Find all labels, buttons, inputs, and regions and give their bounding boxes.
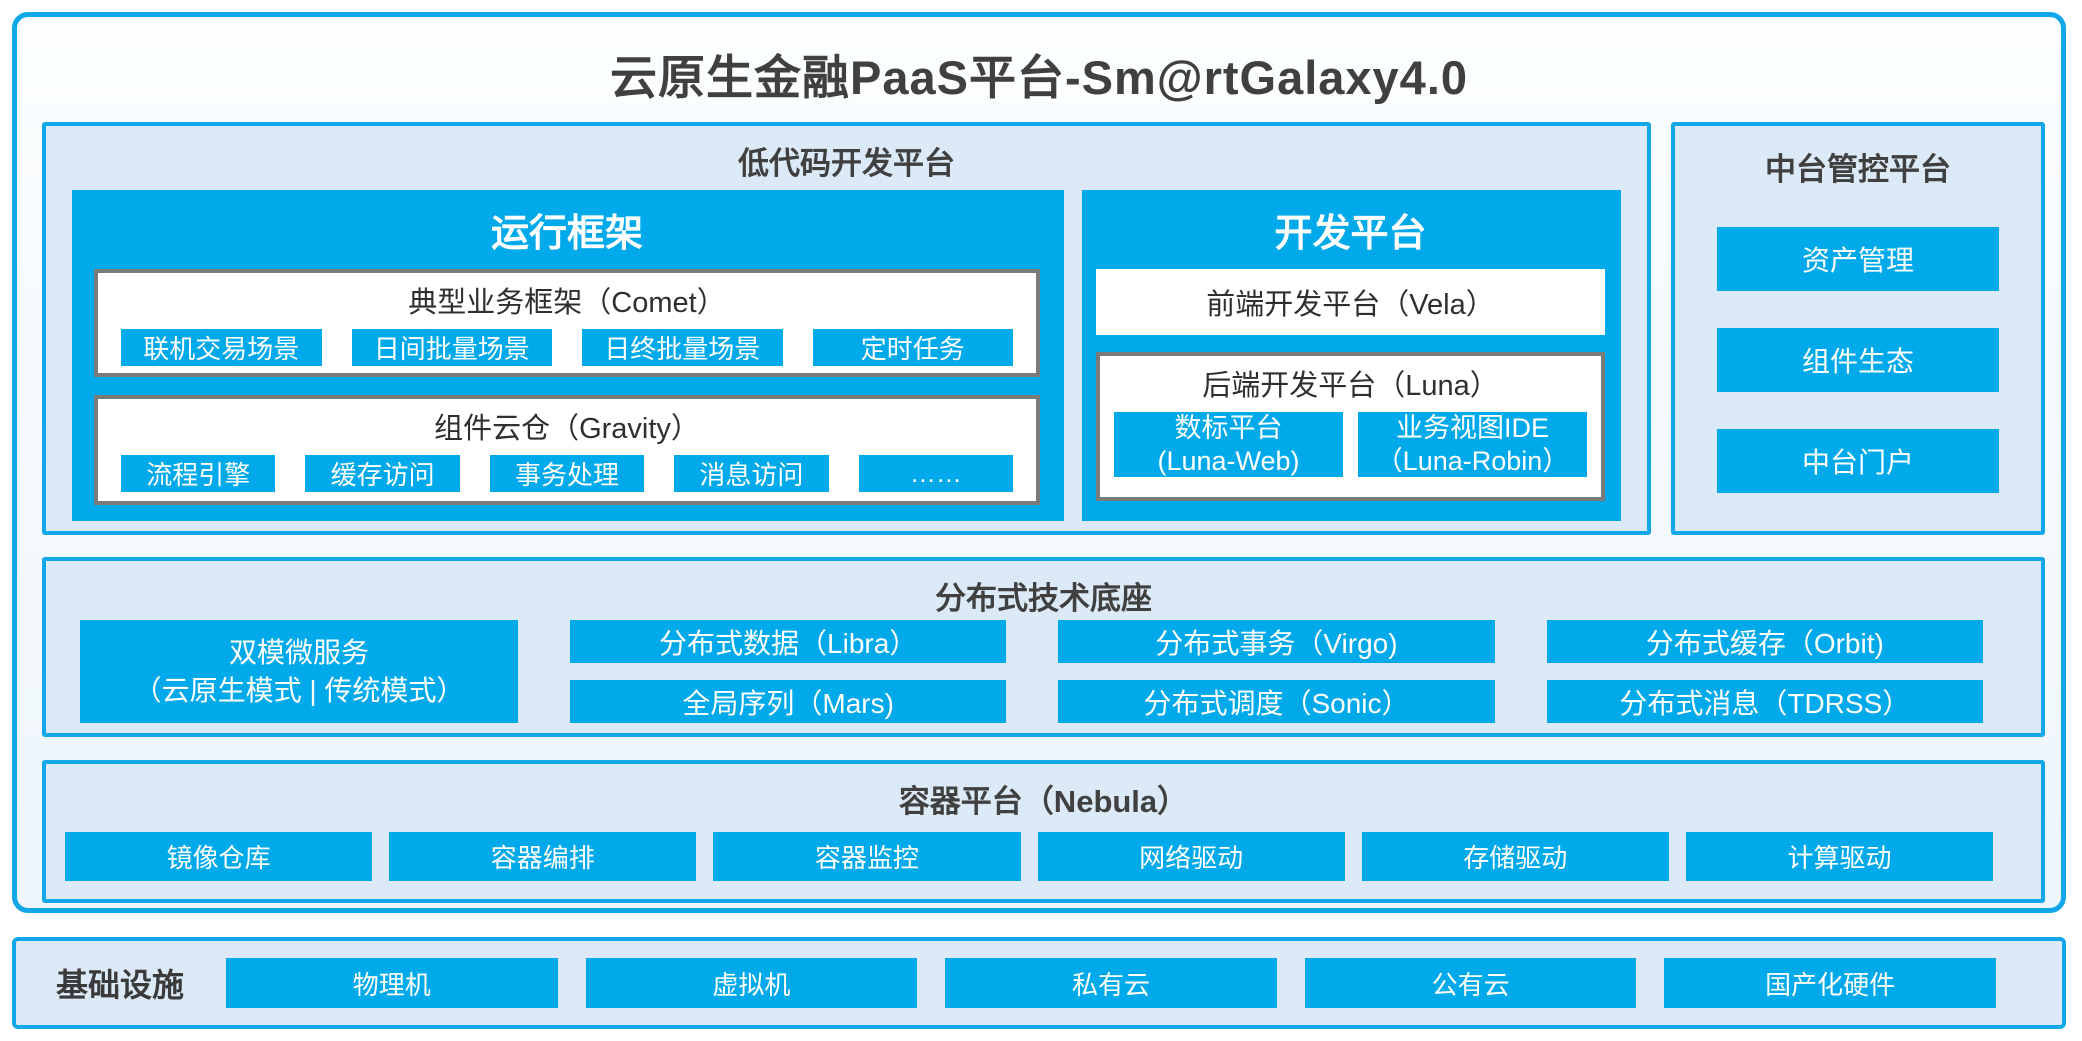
gravity-chip-row: 流程引擎 缓存访问 事务处理 消息访问 ……: [121, 455, 1014, 492]
luna-backend-group: 后端开发平台（Luna） 数标平台 (Luna-Web) 业务视图IDE （Lu…: [1096, 352, 1605, 501]
private-cloud-box: 私有云: [945, 958, 1277, 1008]
network-driver-box: 网络驱动: [1037, 832, 1345, 881]
midplatform-section: 中台管控平台 资产管理 组件生态 中台门户: [1671, 122, 2045, 535]
chip-luna-robin-code: （Luna-Robin）: [1375, 445, 1570, 476]
distributed-grid: 双模微服务 （云原生模式 | 传统模式） 分布式数据（Libra） 全局序列（M…: [80, 620, 1983, 723]
chip-luna-web: 数标平台 (Luna-Web): [1114, 412, 1343, 477]
runtime-framework-title: 运行框架: [490, 213, 643, 255]
dev-platform-panel: 开发平台 前端开发平台（Vela） 后端开发平台（Luna） 数标平台 (Lun…: [1082, 190, 1621, 521]
infrastructure-section: 基础设施 物理机 虚拟机 私有云 公有云 国产化硬件: [12, 937, 2066, 1029]
distributed-col-1: 分布式数据（Libra） 全局序列（Mars): [570, 620, 1007, 723]
lowcode-platform-section: 低代码开发平台 运行框架 典型业务框架（Comet） 联机交易场景 日间批量场景…: [42, 122, 1651, 535]
component-ecosystem-box: 组件生态: [1717, 328, 1999, 392]
comet-group-title: 典型业务框架（Comet）: [408, 287, 726, 319]
distributed-cache-orbit-box: 分布式缓存（Orbit): [1546, 620, 1983, 663]
chip-luna-robin: 业务视图IDE （Luna-Robin）: [1358, 412, 1587, 477]
midplatform-items: 资产管理 组件生态 中台门户: [1717, 227, 1999, 493]
gravity-group: 组件云仓（Gravity） 流程引擎 缓存访问 事务处理 消息访问 ……: [94, 395, 1040, 505]
chip-luna-web-name: 数标平台: [1174, 413, 1283, 444]
distributed-base-section: 分布式技术底座 双模微服务 （云原生模式 | 传统模式） 分布式数据（Libra…: [42, 557, 2045, 737]
dual-mode-microservices-box: 双模微服务 （云原生模式 | 传统模式）: [80, 620, 518, 723]
chip-endofday-batch: 日终批量场景: [582, 329, 783, 366]
distributed-message-tdrss-box: 分布式消息（TDRSS）: [1546, 680, 1983, 723]
container-platform-title: 容器平台（Nebula）: [898, 784, 1189, 819]
luna-chip-row: 数标平台 (Luna-Web) 业务视图IDE （Luna-Robin）: [1114, 412, 1587, 477]
distributed-transaction-virgo-box: 分布式事务（Virgo): [1058, 620, 1495, 663]
luna-backend-title: 后端开发平台（Luna）: [1202, 370, 1499, 403]
vela-frontend-box: 前端开发平台（Vela）: [1096, 269, 1605, 336]
public-cloud-box: 公有云: [1304, 958, 1637, 1008]
compute-driver-box: 计算驱动: [1685, 832, 1994, 881]
infrastructure-title: 基础设施: [56, 967, 185, 1003]
distributed-col-3: 分布式缓存（Orbit) 分布式消息（TDRSS）: [1546, 620, 1983, 723]
image-registry-box: 镜像仓库: [65, 832, 373, 881]
global-sequence-mars-box: 全局序列（Mars): [570, 680, 1007, 723]
asset-management-box: 资产管理: [1717, 227, 1999, 291]
comet-chip-row: 联机交易场景 日间批量场景 日终批量场景 定时任务: [121, 329, 1013, 366]
physical-machine-box: 物理机: [226, 958, 558, 1008]
midplatform-title: 中台管控平台: [1765, 152, 1951, 187]
chip-luna-robin-name: 业务视图IDE: [1395, 413, 1549, 444]
distributed-scheduling-sonic-box: 分布式调度（Sonic）: [1058, 680, 1495, 723]
infrastructure-row: 物理机 虚拟机 私有云 公有云 国产化硬件: [226, 958, 1996, 1008]
chip-transaction-processing: 事务处理: [489, 455, 645, 492]
distributed-col-2: 分布式事务（Virgo) 分布式调度（Sonic）: [1058, 620, 1495, 723]
virtual-machine-box: 虚拟机: [585, 958, 918, 1008]
chip-cache-access: 缓存访问: [305, 455, 460, 492]
distributed-data-libra-box: 分布式数据（Libra）: [570, 620, 1007, 663]
storage-driver-box: 存储驱动: [1361, 832, 1669, 881]
container-platform-section: 容器平台（Nebula） 镜像仓库 容器编排 容器监控 网络驱动 存储驱动 计算…: [42, 760, 2045, 903]
chip-luna-web-code: (Luna-Web): [1157, 445, 1300, 476]
chip-online-trading: 联机交易场景: [121, 329, 322, 366]
comet-group: 典型业务框架（Comet） 联机交易场景 日间批量场景 日终批量场景 定时任务: [94, 269, 1040, 377]
container-orchestration-box: 容器编排: [389, 832, 697, 881]
runtime-framework-panel: 运行框架 典型业务框架（Comet） 联机交易场景 日间批量场景 日终批量场景 …: [72, 190, 1064, 521]
dual-mode-line2: （云原生模式 | 传统模式）: [133, 674, 465, 706]
dual-mode-line1: 双模微服务: [228, 636, 369, 668]
domestic-hardware-box: 国产化硬件: [1664, 958, 1996, 1008]
chip-scheduled-task: 定时任务: [812, 329, 1013, 366]
chip-daytime-batch: 日间批量场景: [351, 329, 552, 366]
distributed-base-title: 分布式技术底座: [935, 581, 1152, 616]
lowcode-platform-title: 低代码开发平台: [738, 146, 955, 181]
chip-process-engine: 流程引擎: [121, 455, 276, 492]
dev-platform-title: 开发平台: [1274, 213, 1427, 255]
page-title: 云原生金融PaaS平台-Sm@rtGalaxy4.0: [609, 51, 1469, 104]
outer-frame: 云原生金融PaaS平台-Sm@rtGalaxy4.0 低代码开发平台 运行框架 …: [12, 12, 2066, 913]
container-platform-row: 镜像仓库 容器编排 容器监控 网络驱动 存储驱动 计算驱动: [65, 832, 1994, 881]
gravity-group-title: 组件云仓（Gravity）: [434, 413, 700, 445]
lowcode-panels: 运行框架 典型业务框架（Comet） 联机交易场景 日间批量场景 日终批量场景 …: [72, 190, 1621, 521]
chip-ellipsis: ……: [858, 455, 1014, 492]
chip-message-access: 消息访问: [674, 455, 829, 492]
midplatform-portal-box: 中台门户: [1717, 429, 1999, 493]
container-monitoring-box: 容器监控: [713, 832, 1021, 881]
